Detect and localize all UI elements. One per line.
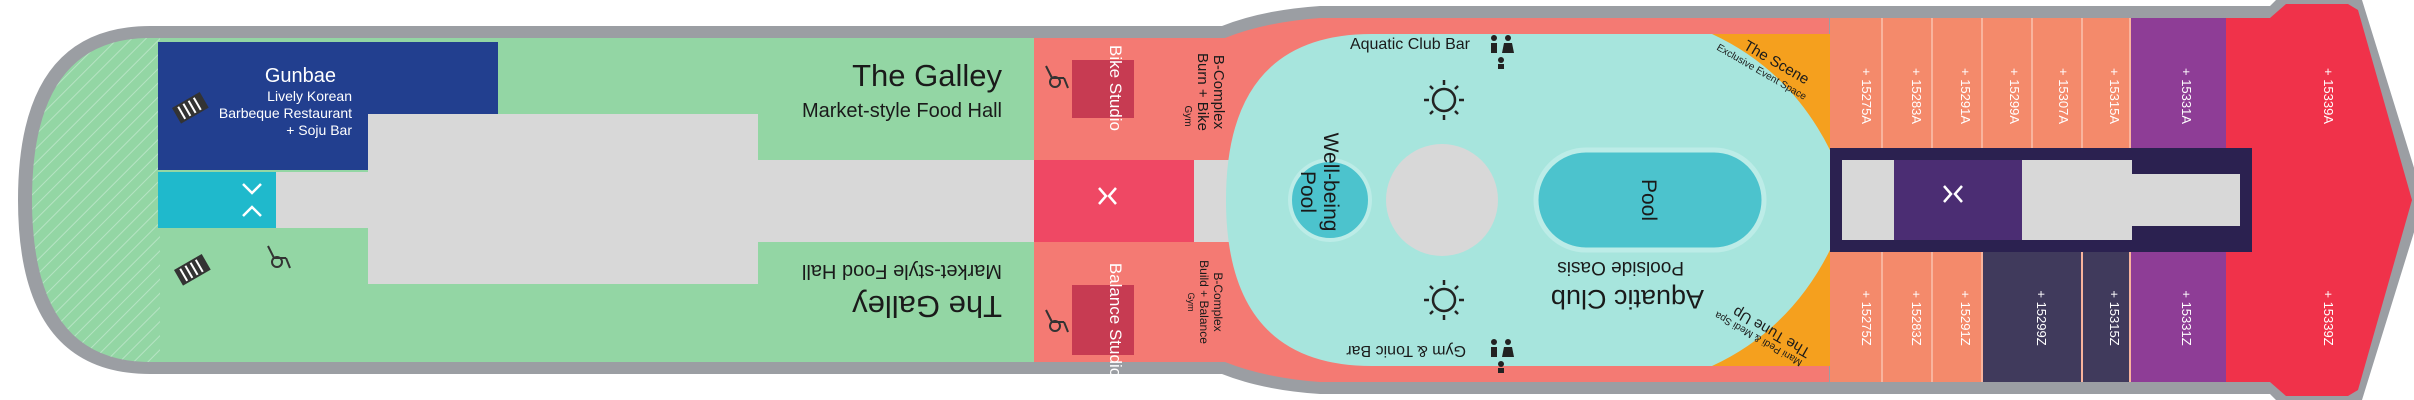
elevator-icon[interactable] [1943, 185, 1963, 203]
galley-title-top: The Galley [852, 58, 1002, 93]
cabin-corridor-aft [1842, 160, 1894, 240]
cabin-elevator-block[interactable] [1894, 160, 2022, 240]
cabin-corridor-fwd [2132, 174, 2240, 226]
sun-icon [1424, 80, 1464, 120]
cabin-15291A[interactable]: + 15291A [1958, 68, 1973, 124]
bcomplex-bottom-line1: B-Complex [1211, 272, 1225, 331]
cabin-15283A[interactable]: + 15283A [1909, 68, 1924, 124]
cabin-15315Z-block[interactable] [2082, 252, 2130, 400]
cabin-15291Z[interactable]: + 15291Z [1958, 290, 1973, 345]
stairs-icon [174, 254, 211, 286]
elevator-icon[interactable] [1098, 187, 1117, 205]
cabins-bottom-row: + 15275Z + 15283Z + 15291Z + 15299Z + 15315Z… [1859, 290, 2336, 345]
cabin-15315Z[interactable]: + 15315Z [2107, 290, 2122, 345]
cabin-15307A[interactable]: + 15307A [2056, 68, 2071, 124]
wheelchair-icon [1045, 309, 1069, 333]
cabin-15339A[interactable]: + 15339A [2321, 68, 2336, 124]
galley-corridor-left [368, 114, 758, 284]
cabin-15299Z-block[interactable] [1982, 252, 2082, 400]
cabins-top-row: + 15275A + 15283A + 15291A + 15299A + 15307A… [1859, 68, 2336, 124]
galley-corridor-right [757, 160, 1034, 242]
cabin-15315A[interactable]: + 15315A [2107, 68, 2122, 124]
cabin-15339Z[interactable]: + 15339Z [2321, 290, 2336, 345]
galley-subtitle-top: Market-style Food Hall [802, 100, 1002, 122]
main-pool[interactable] [1533, 147, 1767, 253]
bcomplex-top-line1: B-Complex [1210, 55, 1227, 130]
cabin-15331Z-block[interactable] [2130, 252, 2226, 400]
bike-studio-label: Bike Studio [1106, 45, 1125, 131]
galley-title-bottom: The Galley [852, 289, 1002, 324]
aquatic-club-area[interactable] [1226, 34, 1830, 366]
aquatic-club-subtitle: Poolside Oasis [1557, 257, 1684, 278]
cabin-15331Z[interactable]: + 15331Z [2179, 290, 2194, 345]
restroom-icon [1491, 339, 1514, 373]
stairs-icon [172, 92, 209, 124]
bcomplex-top-line3: Gym [1182, 105, 1193, 126]
cabin-15299A[interactable]: + 15299A [2007, 68, 2022, 124]
cabin-dividers [1881, 4, 2131, 396]
aquatic-club-bar-label: Aquatic Club Bar [1350, 36, 1471, 53]
wellbeing-pool-line1: Well-being [1319, 133, 1342, 232]
wellbeing-pool-line2: Pool [1296, 171, 1319, 213]
bcomplex-bottom-line2: Build + Balance [1197, 260, 1211, 344]
pool-label: Pool [1637, 179, 1660, 221]
balance-studio[interactable] [1072, 285, 1134, 355]
gunbae-line3: + Soju Bar [286, 122, 352, 138]
cabin-15275A[interactable]: + 15275A [1859, 68, 1874, 124]
gunbae-title: Gunbae [265, 65, 336, 87]
bike-studio[interactable] [1072, 60, 1134, 118]
cabin-15331A-block[interactable] [2130, 0, 2226, 148]
aft-elevator-block[interactable] [158, 172, 276, 228]
cabin-15299Z[interactable]: + 15299Z [2034, 290, 2049, 345]
gunbae-line1: Lively Korean [267, 88, 352, 104]
aft-corridor [276, 172, 368, 228]
sun-icon [1424, 280, 1464, 320]
elevator-icon[interactable] [242, 183, 262, 217]
restroom-icon [1491, 35, 1514, 69]
bcomplex-top-line2: Burn + Bike [1194, 53, 1211, 131]
gunbae-line2: Barbeque Restaurant [219, 105, 352, 121]
wheelchair-icon [1045, 65, 1069, 89]
cabin-15283Z[interactable]: + 15283Z [1909, 290, 1924, 345]
bcomplex-bottom-line3: Gym [1186, 293, 1196, 312]
forward-suite-zone[interactable] [2226, 0, 2414, 400]
cabin-corridor-mid [2022, 160, 2132, 240]
galley-subtitle-bottom: Market-style Food Hall [802, 260, 1002, 282]
wellbeing-pool[interactable] [1288, 158, 1372, 242]
atrium-circle [1386, 144, 1498, 256]
wheelchair-icon [267, 245, 291, 269]
cabin-15275Z[interactable]: + 15275Z [1859, 290, 1874, 345]
cabin-15331A[interactable]: + 15331A [2179, 68, 2194, 124]
balance-studio-label: Balance Studio [1106, 263, 1125, 377]
aquatic-club-title: Aquatic Club [1551, 284, 1704, 314]
gym-tonic-bar-label: Gym & Tonic Bar [1346, 342, 1466, 359]
the-tune-up[interactable] [1712, 250, 1830, 366]
the-scene[interactable] [1712, 34, 1830, 150]
